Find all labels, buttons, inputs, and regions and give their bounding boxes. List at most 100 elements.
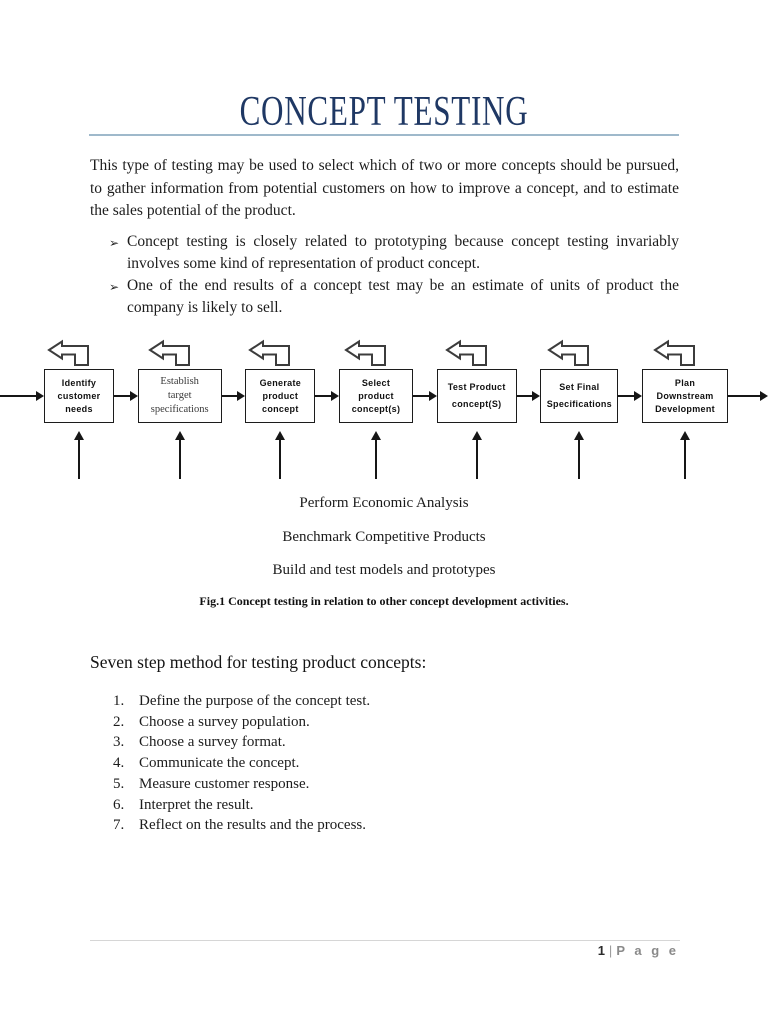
stage-line: Development [655, 403, 715, 414]
flow-stage: Identify customer needs [44, 336, 114, 479]
list-item: 3. Choose a survey format. [113, 732, 653, 753]
step-text: Choose a survey format. [139, 734, 286, 751]
list-item: 7. Reflect on the results and the process… [113, 815, 653, 836]
section-heading: Seven step method for testing product co… [90, 652, 427, 672]
flow-stage-box: Identify customer needs [44, 369, 114, 423]
flow-stage-box: Generate product concept [245, 369, 316, 423]
activity-up-arrow [572, 431, 586, 479]
iteration-return-arrow-icon [47, 339, 89, 366]
stage-line: target [167, 390, 192, 401]
flow-stage: Set Final Specifications [540, 336, 619, 479]
footer-divider [90, 940, 680, 941]
stage-line: customer [57, 390, 101, 401]
step-number: 7. [113, 817, 125, 834]
bullet-item: ➢ One of the end results of a concept te… [90, 275, 679, 318]
activity-line: Build and test models and prototypes [272, 562, 496, 578]
stage-line: Test Product [447, 382, 506, 392]
step-text: Interpret the result. [139, 796, 254, 813]
activity-up-arrow [369, 431, 383, 479]
stage-line: concept(s) [351, 403, 401, 414]
stage-line: specifications [150, 404, 209, 415]
step-text: Communicate the concept. [139, 755, 300, 772]
step-number: 6. [113, 796, 125, 813]
intro-paragraph: This type of testing may be used to sele… [90, 157, 679, 219]
stage-line: Generate [259, 377, 302, 388]
flow-stage-box: Select product concept(s) [339, 369, 414, 423]
iteration-return-arrow-icon [147, 339, 190, 366]
activity-up-arrow [470, 431, 484, 479]
numbered-step-list: 1. Define the purpose of the concept test… [113, 691, 653, 836]
page-number: 1 [597, 943, 605, 958]
iteration-return-arrow-icon [248, 339, 291, 366]
flow-connector-arrow [221, 390, 246, 402]
list-item: 5. Measure customer response. [113, 774, 653, 795]
bullet-item: ➢ Concept testing is closely related to … [90, 231, 679, 274]
flow-connector-arrow [618, 390, 642, 402]
flow-stage-box: Test Product concept(S) [436, 369, 517, 423]
flow-exit-arrow [728, 390, 768, 402]
step-text: Measure customer response. [139, 775, 310, 792]
step-number: 3. [113, 734, 125, 751]
bullet-text: One of the end results of a concept test… [127, 277, 679, 316]
stage-line: Plan [674, 377, 696, 388]
activity-up-arrow [173, 431, 187, 479]
stage-line: needs [65, 403, 93, 414]
flow-stage-box: Plan Downstream Development [642, 369, 729, 423]
stage-line: Specifications [546, 399, 612, 409]
page-title: CONCEPT TESTING [239, 89, 529, 135]
flow-connector-arrow [315, 390, 339, 402]
flow-entry-arrow [0, 390, 44, 402]
iteration-return-arrow-icon [653, 339, 696, 366]
list-item: 2. Choose a survey population. [113, 712, 653, 733]
flow-stage-box: Set Final Specifications [540, 369, 619, 423]
stage-line: Set Final [559, 382, 600, 392]
iteration-return-arrow-icon [444, 339, 487, 366]
step-number: 2. [113, 713, 125, 730]
arrow-bullet-icon: ➢ [109, 280, 120, 294]
stage-line: Downstream [656, 390, 714, 401]
page-footer: 1|P a g e [90, 943, 679, 958]
flow-stage: Plan Downstream Development [642, 336, 729, 479]
stage-line: product [262, 390, 299, 401]
activity-line: Benchmark Competitive Products [282, 528, 486, 545]
activity-lines: Perform Economic Analysis Benchmark Comp… [0, 495, 768, 596]
stage-line: Establish [160, 376, 199, 387]
concept-flow-diagram: Identify customer needs Establish target… [0, 336, 768, 486]
step-text: Reflect on the results and the process. [139, 817, 367, 834]
flow-stage: Test Product concept(S) [436, 336, 517, 479]
step-number: 4. [113, 755, 125, 772]
list-item: 4. Communicate the concept. [113, 753, 653, 774]
flow-connector-arrow [413, 390, 437, 402]
flow-stage: Establish target specifications [137, 336, 222, 479]
activity-up-arrow [72, 431, 86, 479]
arrow-bullet-icon: ➢ [109, 236, 120, 250]
stage-line: product [358, 390, 394, 401]
stage-line: concept(S) [451, 399, 502, 409]
step-number: 1. [113, 693, 125, 709]
figure-caption: Fig.1 Concept testing in relation to oth… [199, 594, 569, 608]
flow-stage: Generate product concept [245, 336, 316, 479]
flow-stage-box: Establish target specifications [137, 369, 222, 423]
iteration-return-arrow-icon [547, 339, 590, 366]
bullet-list: ➢ Concept testing is closely related to … [90, 231, 679, 319]
activity-up-arrow [678, 431, 692, 479]
list-item: 1. Define the purpose of the concept test… [113, 691, 653, 712]
list-item: 6. Interpret the result. [113, 795, 653, 816]
stage-line: Identify [61, 377, 97, 388]
stage-line: concept [262, 403, 299, 414]
flow-connector-arrow [114, 390, 138, 402]
step-number: 5. [113, 775, 125, 792]
flow-connector-arrow [516, 390, 541, 402]
title-underline [89, 134, 679, 136]
footer-label: P a g e [616, 943, 679, 958]
activity-line: Perform Economic Analysis [299, 495, 469, 511]
footer-separator: | [608, 943, 613, 958]
step-text: Define the purpose of the concept test. [139, 693, 371, 709]
flow-row: Identify customer needs Establish target… [0, 336, 768, 479]
bullet-text: Concept testing is closely related to pr… [127, 233, 679, 272]
step-text: Choose a survey population. [139, 713, 310, 730]
stage-line: Select [361, 377, 391, 388]
activity-up-arrow [273, 431, 287, 479]
iteration-return-arrow-icon [344, 339, 387, 366]
